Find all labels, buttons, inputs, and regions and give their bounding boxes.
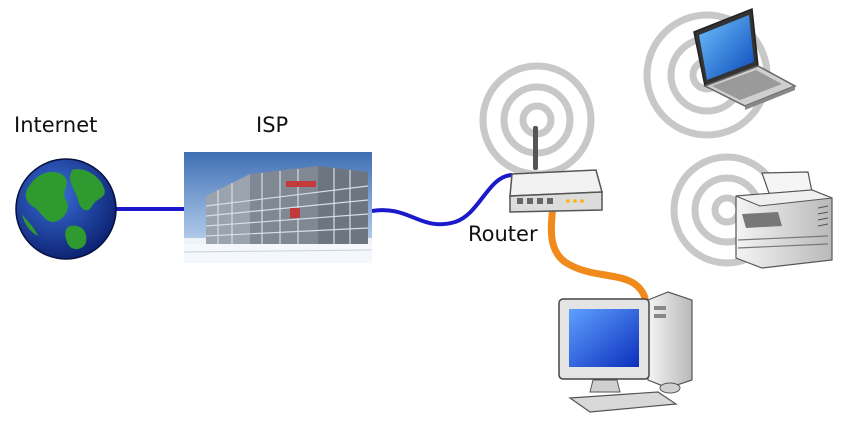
link-isp-router <box>371 173 513 227</box>
laptop-icon <box>693 7 797 110</box>
router-label: Router <box>468 222 538 246</box>
isp-label: ISP <box>256 113 289 137</box>
printer-icon <box>735 171 833 269</box>
desktop-computer-icon <box>558 291 693 413</box>
isp-building-photo <box>183 152 373 263</box>
wireless-router-icon <box>509 126 603 213</box>
link-router-desktop <box>547 199 649 302</box>
internet-label: Internet <box>14 113 98 137</box>
globe-icon <box>15 158 117 260</box>
